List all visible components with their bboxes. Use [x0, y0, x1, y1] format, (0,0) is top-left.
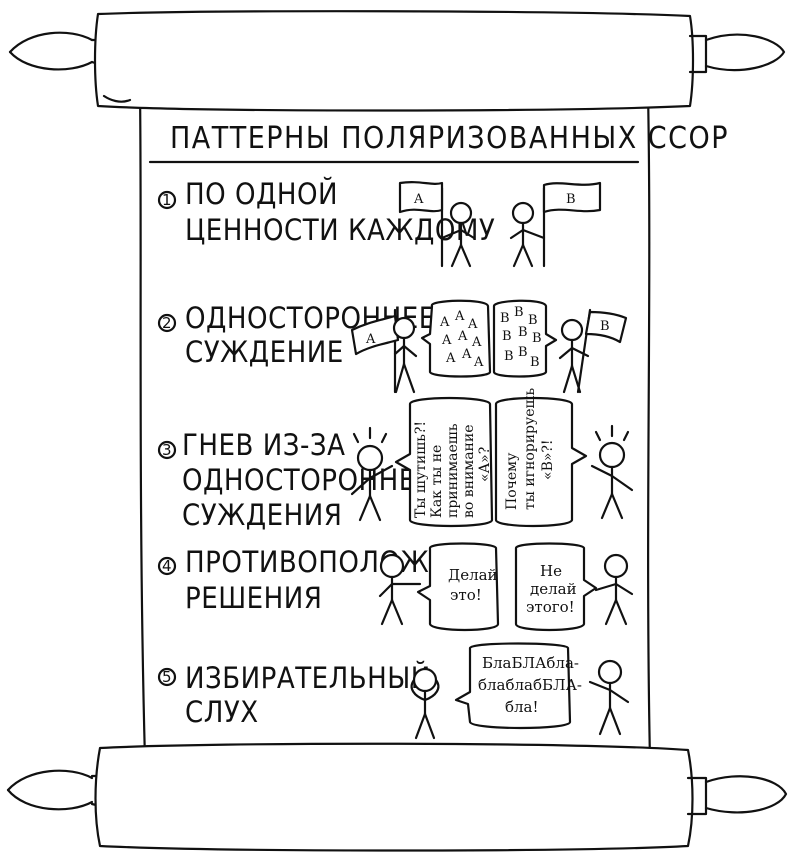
pattern-2-line-2: СУЖДЕНИЕ: [185, 335, 344, 369]
bubble-left-line-2: Как ты не: [429, 445, 445, 518]
figure-right: B: [509, 181, 602, 268]
pattern-1: 1 ПО ОДНОЙ ЦЕННОСТИ КАЖДОМУ A B: [157, 177, 602, 268]
speech-bubble: БлаБЛАбла- блаблабБЛА- бла!: [454, 642, 582, 730]
bubble-left-line-2: это!: [450, 586, 482, 604]
pattern-5: 5 ИЗБИРАТЕЛЬНЫЙ СЛУХ БлаБЛАбла- блаблабБ…: [157, 642, 630, 740]
letter-a: A: [467, 317, 478, 332]
pattern-4: 4 ПРОТИВОПОЛОЖНЫЕ РЕШЕНИЯ Делай это! Не …: [157, 542, 634, 632]
bubble-right-line-2: ты игнорируешь: [522, 387, 538, 510]
bottom-roller: [6, 742, 788, 852]
letter-b: B: [514, 305, 524, 320]
letter-b: B: [530, 355, 540, 370]
pattern-2: 2 ОДНОСТОРОННЕЕ СУЖДЕНИЕ A A A A A A A A…: [157, 299, 628, 394]
pattern-3-line-1: ГНЕВ ИЗ-ЗА: [182, 428, 345, 462]
bubble-right-line-1: Почему: [504, 452, 520, 510]
bubble-right: Почему ты игнорируешь «В»?!: [494, 387, 588, 528]
bubble-b: B B B B B B B B B: [492, 299, 558, 378]
number-3: 3: [162, 441, 172, 459]
letter-b: B: [502, 329, 512, 344]
pattern-5-line-1: ИЗБИРАТЕЛЬНЫЙ: [185, 661, 431, 695]
bubble-left-line-4: во внимание: [461, 425, 477, 519]
pattern-3-line-3: СУЖДЕНИЯ: [182, 498, 342, 532]
pattern-4-line-2: РЕШЕНИЯ: [185, 581, 322, 615]
bubble-left: Делай это!: [416, 542, 500, 632]
figure-left: A: [398, 181, 476, 268]
pattern-1-line-2: ЦЕННОСТИ КАЖДОМУ: [185, 213, 495, 247]
angry-figure-right: [590, 424, 634, 520]
page-title: ПАТТЕРНЫ ПОЛЯРИЗОВАННЫХ ССОР: [170, 121, 729, 156]
pattern-3: 3 ГНЕВ ИЗ-ЗА ОДНОСТОРОННЕГО СУЖДЕНИЯ Ты …: [157, 387, 634, 532]
letter-b: B: [532, 331, 542, 346]
letter-b: B: [500, 311, 510, 326]
letter-b: B: [504, 349, 514, 364]
ears-covered-figure: [410, 667, 440, 740]
pattern-1-line-1: ПО ОДНОЙ: [185, 177, 338, 211]
bubble-right-line-1: Не: [540, 562, 562, 580]
letter-b: B: [518, 325, 528, 340]
pointing-figure-left: [378, 553, 422, 626]
pattern-5-line-2: СЛУХ: [185, 695, 259, 729]
figure-left: A: [350, 308, 418, 394]
letter-a: A: [445, 351, 456, 366]
flag-left-letter: A: [413, 192, 424, 207]
letter-b: B: [518, 345, 528, 360]
letter-a: A: [471, 335, 482, 350]
letter-a: A: [461, 347, 472, 362]
bubble-right: Не делай этого!: [514, 542, 598, 632]
letter-a: A: [473, 355, 484, 370]
letter-b: B: [528, 313, 538, 328]
top-roller: [8, 10, 786, 112]
bubble-a: A A A A A A A A A: [420, 299, 492, 378]
letter-a: A: [454, 309, 465, 324]
angry-figure-left: [350, 426, 394, 522]
bubble-right-line-3: «В»?!: [540, 439, 556, 480]
letter-a: A: [439, 315, 450, 330]
bubble-left-line-1: Делай: [448, 566, 498, 584]
number-1: 1: [162, 191, 172, 209]
flag-right-letter: B: [566, 192, 576, 207]
letter-a: A: [457, 329, 468, 344]
figure-right: B: [558, 308, 628, 394]
bubble-line-3: бла!: [505, 698, 539, 716]
pointing-figure-right: [594, 553, 634, 626]
number-5: 5: [162, 668, 172, 686]
bubble-line-2: блаблабБЛА-: [478, 676, 582, 694]
bubble-left-line-3: принимаешь: [445, 423, 461, 518]
number-4: 4: [162, 557, 172, 575]
bubble-left-line-5: «А»?: [477, 447, 493, 482]
bubble-line-1: БлаБЛАбла-: [482, 654, 579, 672]
letter-a: A: [441, 333, 452, 348]
bubble-right-line-2: делай: [530, 580, 577, 598]
bubble-right-line-3: этого!: [526, 598, 575, 616]
bubble-left: Ты шутишь?! Как ты не принимаешь во вним…: [394, 396, 494, 528]
flag-left-letter: A: [365, 332, 376, 347]
talking-figure: [588, 659, 630, 736]
flag-right-letter: B: [600, 319, 610, 334]
bubble-left-line-1: Ты шутишь?!: [413, 421, 429, 518]
number-2: 2: [162, 314, 172, 332]
